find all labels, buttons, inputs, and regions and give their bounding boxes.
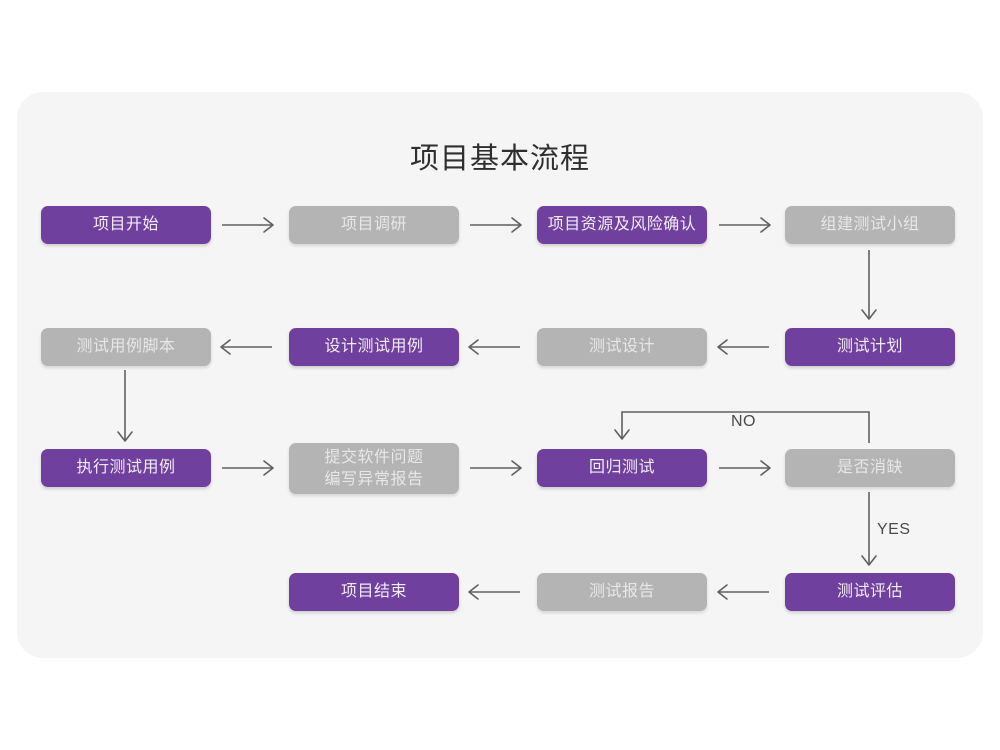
- node-test-plan[interactable]: 测试计划: [785, 328, 955, 366]
- node-defect-resolved[interactable]: 是否消缺: [785, 449, 955, 487]
- edge-label-yes: YES: [877, 521, 911, 538]
- node-project-start[interactable]: 项目开始: [41, 206, 211, 244]
- node-test-design[interactable]: 测试设计: [537, 328, 707, 366]
- page-title: 项目基本流程: [409, 143, 590, 175]
- node-test-evaluation[interactable]: 测试评估: [785, 573, 955, 611]
- node-test-case-script[interactable]: 测试用例脚本: [41, 328, 211, 366]
- flowchart-card: [17, 92, 983, 658]
- node-submit-issue-report[interactable]: 提交软件问题 编写异常报告: [289, 443, 459, 494]
- node-regression-test[interactable]: 回归测试: [537, 449, 707, 487]
- node-test-report[interactable]: 测试报告: [537, 573, 707, 611]
- node-execute-test-case[interactable]: 执行测试用例: [41, 449, 211, 487]
- node-project-end[interactable]: 项目结束: [289, 573, 459, 611]
- edge-label-no: NO: [731, 413, 756, 430]
- node-form-test-team[interactable]: 组建测试小组: [785, 206, 955, 244]
- node-design-test-case[interactable]: 设计测试用例: [289, 328, 459, 366]
- node-project-research[interactable]: 项目调研: [289, 206, 459, 244]
- node-resource-risk-confirm[interactable]: 项目资源及风险确认: [537, 206, 707, 244]
